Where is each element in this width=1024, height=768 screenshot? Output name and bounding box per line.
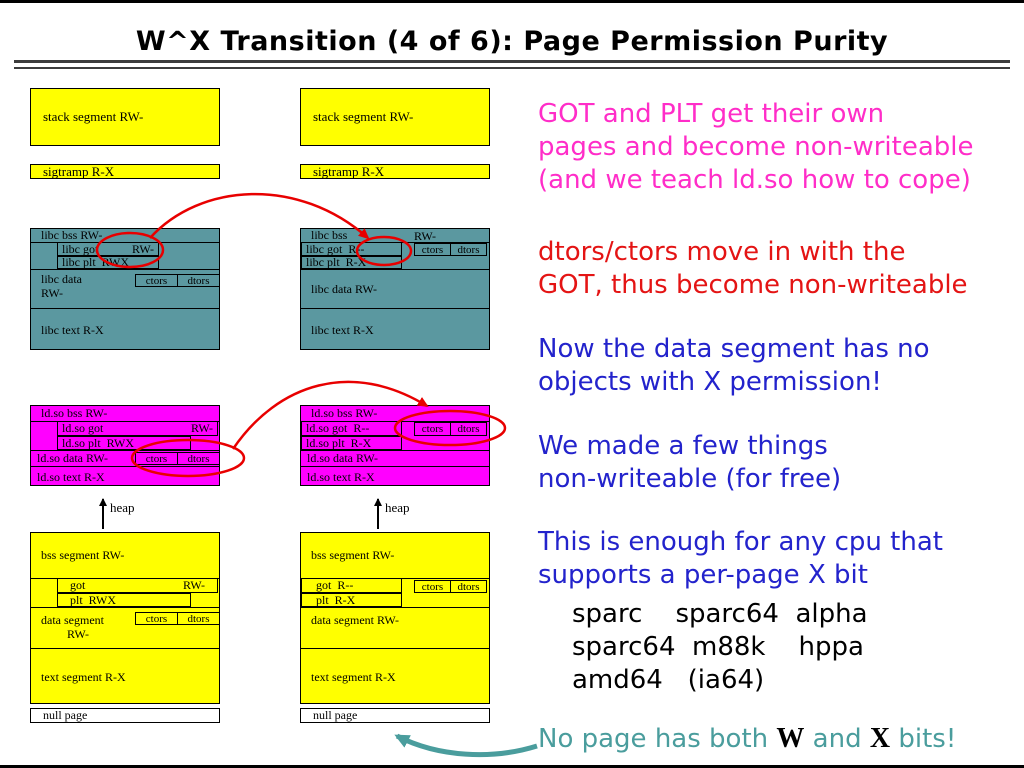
after-main-group: bss segment RW- got R-- ctors dtors plt … <box>300 532 490 704</box>
after-ldso-bss: ld.so bss RW- <box>301 406 489 422</box>
after-ldso-plt-box: ld.so plt R-X <box>301 436 402 450</box>
note-dtors-ctors: dtors/ctors move in with the GOT, thus b… <box>538 236 968 302</box>
before-sigtramp: sigtramp R-X <box>30 164 220 179</box>
before-main-group: bss segment RW- got RW- plt RWX data seg… <box>30 532 220 704</box>
before-ldso-got-perm: RW- <box>190 421 213 435</box>
note-line: GOT and PLT get their own <box>538 99 885 129</box>
notes-panel: GOT and PLT get their own pages and beco… <box>538 98 1018 766</box>
before-got-box: got RW- <box>57 578 218 593</box>
before-got-label: got <box>70 578 86 592</box>
after-ldso-got-box: ld.so got R-- <box>301 421 402 436</box>
note-line: pages and become non-writeable <box>538 132 974 162</box>
before-null-page: null page <box>30 708 220 723</box>
note-x-letter: X <box>869 723 891 754</box>
before-libc-data: libc data RW- ctors dtors <box>31 269 220 309</box>
before-ldso-got-box: ld.so got RW- <box>57 421 218 436</box>
before-libc-plt-box: libc plt RWX <box>57 255 159 269</box>
after-libc-group: libc bss RW- libc got R-- ctors dtors li… <box>300 228 490 350</box>
cpu-line: sparc sparc64 alpha <box>572 599 868 629</box>
before-ldso-got-label: ld.so got <box>62 421 104 435</box>
note-per-page-x: This is enough for any cpu that supports… <box>538 526 943 592</box>
before-libc-group: libc bss RW- libc got RW- libc plt RWX l… <box>30 228 220 350</box>
before-ldso-text: ld.so text R-X <box>37 469 105 484</box>
after-libc-bss-perm: RW- <box>414 229 437 243</box>
note-line: objects with X permission! <box>538 367 882 397</box>
before-ldso-group: ld.so bss RW- ld.so got RW- ld.so plt RW… <box>30 405 220 486</box>
note-no-page-post: bits! <box>890 724 957 754</box>
after-libc-got-box: libc got R-- <box>301 242 402 256</box>
note-line: GOT, thus become non-writeable <box>538 270 968 300</box>
ctors-box: ctors <box>414 422 451 436</box>
before-ldso-bss: ld.so bss RW- <box>31 406 219 422</box>
cpu-line: sparc64 m88k hppa <box>572 632 864 662</box>
after-libc-plt-box: libc plt R-X <box>301 255 402 269</box>
before-got-perm: RW- <box>182 578 205 592</box>
no-page-arrow <box>394 733 538 758</box>
after-got-box: got R-- <box>301 578 402 593</box>
after-libc-data: libc data RW- <box>301 269 489 309</box>
note-line: dtors/ctors move in with the <box>538 237 906 267</box>
before-data-perm: RW- <box>67 627 90 641</box>
before-heap-label: heap <box>110 500 135 515</box>
dtors-box: dtors <box>177 452 220 465</box>
before-libc-data-perm: RW- <box>41 286 64 300</box>
dtors-box: dtors <box>450 243 487 256</box>
note-no-page-pre: No page has both <box>538 724 777 754</box>
before-plt-box: plt RWX <box>57 593 191 607</box>
note-line: (and we teach ld.so how to cope) <box>538 165 971 195</box>
ctors-box: ctors <box>135 452 178 465</box>
before-bss-segment: bss segment RW- <box>31 533 219 579</box>
before-stack-segment: stack segment RW- <box>30 88 220 146</box>
ctors-box: ctors <box>135 274 178 287</box>
cpu-list: sparc sparc64 alpha sparc64 m88k hppa am… <box>572 598 868 697</box>
ctors-box: ctors <box>414 243 451 256</box>
note-data-segment: Now the data segment has no objects with… <box>538 333 930 399</box>
title-underline <box>14 60 1010 69</box>
after-ldso-text: ld.so text R-X <box>307 469 375 484</box>
dtors-box: dtors <box>450 422 487 436</box>
after-stack-segment: stack segment RW- <box>300 88 490 146</box>
after-text-segment: text segment R-X <box>311 669 396 684</box>
before-text-segment: text segment R-X <box>41 669 126 684</box>
after-sigtramp: sigtramp R-X <box>300 164 490 179</box>
note-no-page: No page has both W and X bits! <box>538 722 956 756</box>
after-plt-box: plt R-X <box>301 593 402 607</box>
note-line: non-writeable (for free) <box>538 464 842 494</box>
after-libc-text: libc text R-X <box>311 322 374 337</box>
note-line: Now the data segment has no <box>538 334 930 364</box>
before-libc-got-label: libc got <box>62 241 99 256</box>
before-ldso-data: ld.so data RW- <box>31 450 219 467</box>
before-libc-got-perm: RW- <box>131 241 154 256</box>
after-ldso-group: ld.so bss RW- ld.so got R-- ctors dtors … <box>300 405 490 486</box>
before-libc-got-box: libc got RW- <box>57 242 159 256</box>
note-got-plt: GOT and PLT get their own pages and beco… <box>538 98 974 197</box>
note-few-things: We made a few things non-writeable (for … <box>538 430 841 496</box>
before-libc-text: libc text R-X <box>41 322 104 337</box>
note-no-page-mid: and <box>804 724 870 754</box>
slide-bottom-edge <box>0 765 1024 768</box>
before-libc-data-label: libc data <box>41 272 82 286</box>
note-w-letter: W <box>776 723 805 754</box>
dtors-box: dtors <box>177 274 220 287</box>
before-libc-bss: libc bss RW- <box>31 228 219 243</box>
dtors-box: dtors <box>450 580 487 593</box>
note-line: We made a few things <box>538 431 828 461</box>
before-ldso-plt-box: ld.so plt RWX <box>57 436 191 450</box>
dtors-box: dtors <box>177 612 220 625</box>
after-ldso-data: ld.so data RW- <box>301 450 489 467</box>
cpu-line: amd64 (ia64) <box>572 665 765 695</box>
before-data-label: data segment <box>41 613 104 627</box>
after-data-label: data segment RW- <box>311 613 399 627</box>
ctors-box: ctors <box>414 580 451 593</box>
after-null-page: null page <box>300 708 490 723</box>
after-data-segment: data segment RW- <box>301 607 489 649</box>
note-line: supports a per-page X bit <box>538 560 868 590</box>
slide-top-edge <box>0 0 1024 3</box>
after-bss-segment: bss segment RW- <box>301 533 489 579</box>
before-data-segment: data segment RW- ctors dtors <box>31 607 220 649</box>
note-line: This is enough for any cpu that <box>538 527 943 557</box>
ctors-box: ctors <box>135 612 178 625</box>
after-heap-label: heap <box>385 500 410 515</box>
slide-title: W^X Transition (4 of 6): Page Permission… <box>135 26 889 57</box>
